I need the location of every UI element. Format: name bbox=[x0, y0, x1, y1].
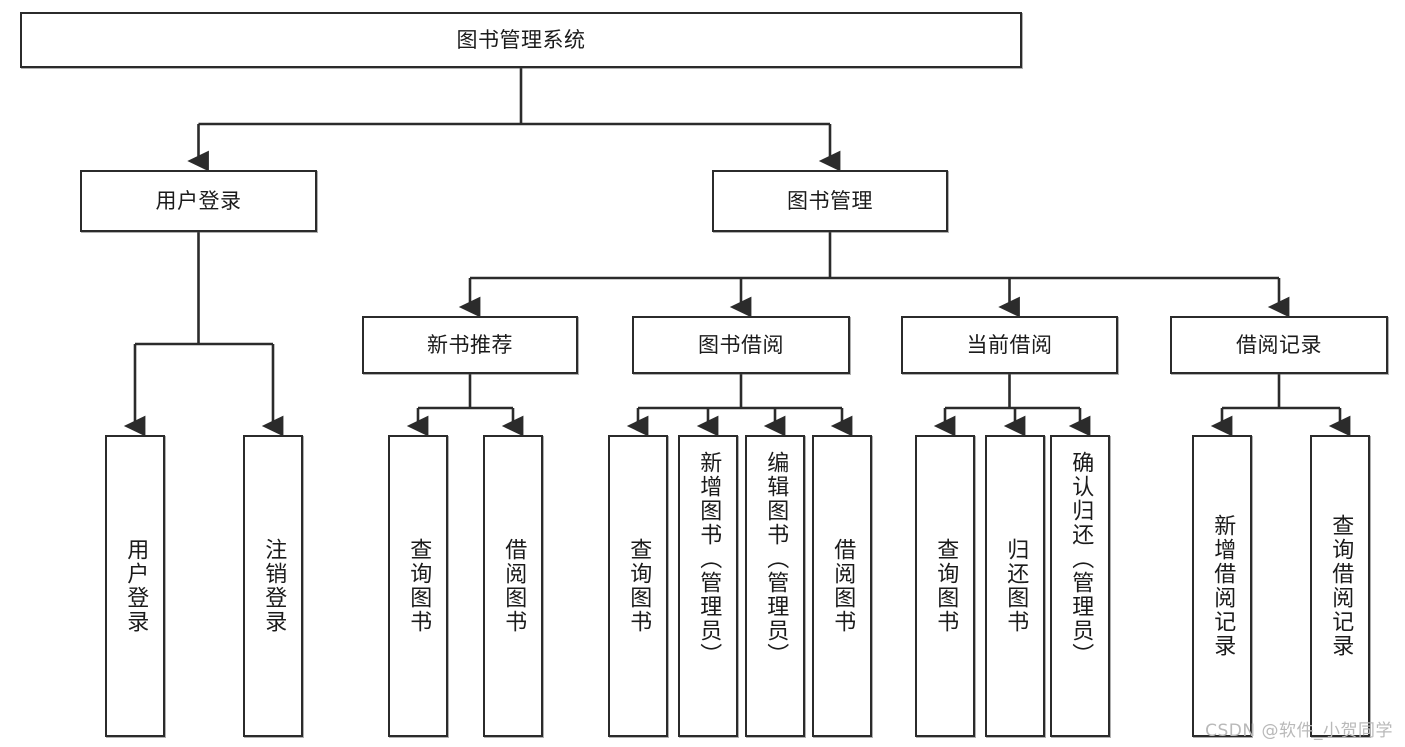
node-label: 查询图书 bbox=[626, 538, 652, 634]
node-borrow-record[interactable]: 借阅记录 bbox=[1170, 316, 1388, 374]
watermark-text: CSDN @软件_小贺同学 bbox=[1205, 721, 1393, 741]
node-label: 用户登录 bbox=[155, 188, 242, 213]
node-root[interactable]: 图书管理系统 bbox=[20, 12, 1022, 68]
node-label: 查询借阅记录 bbox=[1328, 514, 1354, 658]
node-label: 借阅记录 bbox=[1236, 332, 1322, 357]
node-book-borrow[interactable]: 图书借阅 bbox=[632, 316, 850, 374]
node-leaf-add-book[interactable]: 新增图书（管理员） bbox=[678, 435, 738, 737]
node-label: 图书借阅 bbox=[698, 332, 784, 357]
node-label: 借阅图书 bbox=[501, 538, 527, 634]
node-label: 当前借阅 bbox=[966, 332, 1053, 357]
node-leaf-query-book-2[interactable]: 查询图书 bbox=[608, 435, 668, 737]
node-label: 归还图书 bbox=[1003, 538, 1029, 634]
node-label: 新增借阅记录 bbox=[1210, 514, 1236, 658]
node-label: 新增图书（管理员） bbox=[696, 451, 722, 667]
node-current-borrow[interactable]: 当前借阅 bbox=[901, 316, 1118, 374]
node-leaf-query-record[interactable]: 查询借阅记录 bbox=[1310, 435, 1370, 737]
node-label: 图书管理 bbox=[787, 188, 873, 213]
node-leaf-user-logout[interactable]: 注销登录 bbox=[243, 435, 303, 737]
node-leaf-borrow-book-2[interactable]: 借阅图书 bbox=[812, 435, 872, 737]
node-leaf-add-record[interactable]: 新增借阅记录 bbox=[1192, 435, 1252, 737]
node-label: 查询图书 bbox=[933, 538, 959, 634]
node-book-manage[interactable]: 图书管理 bbox=[712, 170, 948, 232]
node-label: 借阅图书 bbox=[830, 538, 856, 634]
node-user-login[interactable]: 用户登录 bbox=[80, 170, 317, 232]
node-leaf-query-book-1[interactable]: 查询图书 bbox=[388, 435, 448, 737]
node-leaf-borrow-book-1[interactable]: 借阅图书 bbox=[483, 435, 543, 737]
node-label: 查询图书 bbox=[406, 538, 432, 634]
node-label: 用户登录 bbox=[123, 538, 149, 634]
node-new-book-rec[interactable]: 新书推荐 bbox=[362, 316, 578, 374]
node-label: 图书管理系统 bbox=[456, 27, 586, 52]
node-label: 新书推荐 bbox=[427, 332, 513, 357]
node-leaf-edit-book[interactable]: 编辑图书（管理员） bbox=[745, 435, 805, 737]
node-label: 注销登录 bbox=[261, 538, 287, 634]
node-leaf-confirm-return[interactable]: 确认归还（管理员） bbox=[1050, 435, 1110, 737]
node-label: 编辑图书（管理员） bbox=[763, 451, 789, 667]
node-leaf-user-login[interactable]: 用户登录 bbox=[105, 435, 165, 737]
node-label: 确认归还（管理员） bbox=[1068, 451, 1094, 667]
node-leaf-return-book[interactable]: 归还图书 bbox=[985, 435, 1045, 737]
node-leaf-query-book-3[interactable]: 查询图书 bbox=[915, 435, 975, 737]
